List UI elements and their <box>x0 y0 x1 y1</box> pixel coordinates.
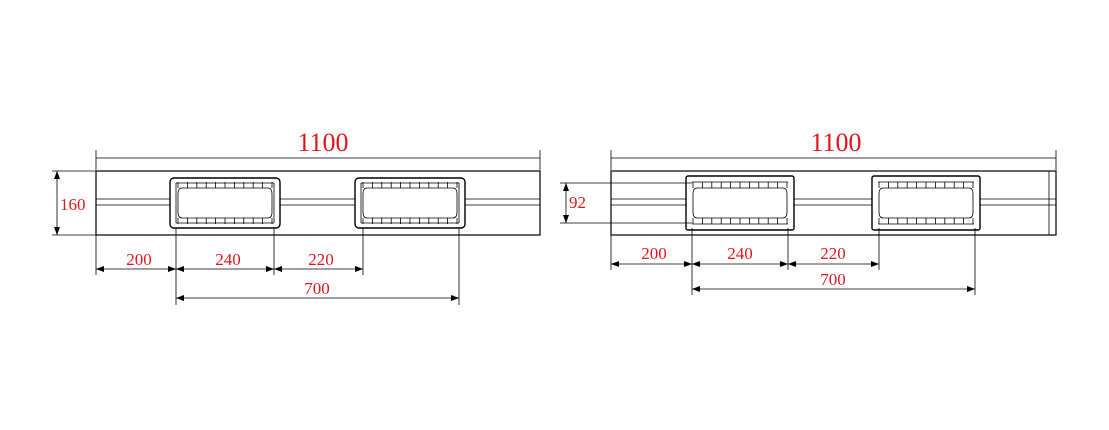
left-overall-dimension: 1100 <box>95 128 541 170</box>
left-pallet-view: 1100 160 <box>52 128 541 305</box>
left-slat-ticks <box>177 182 458 224</box>
right-dim-240: 240 <box>727 244 753 263</box>
right-overall-length-label: 1100 <box>810 128 861 157</box>
right-dim-700: 700 <box>820 270 846 289</box>
left-dim-700: 700 <box>304 279 330 298</box>
left-overall-length-label: 1100 <box>297 128 348 157</box>
left-dim-200: 200 <box>126 250 152 269</box>
left-height-dimension: 160 <box>52 170 96 236</box>
right-pallet-body <box>610 170 1057 236</box>
right-opening-1 <box>685 175 795 231</box>
right-pallet-view: 1100 92 <box>560 128 1057 295</box>
right-slat-ticks <box>692 182 974 224</box>
right-opening-height-label: 92 <box>569 193 586 212</box>
right-opening-height-dimension: 92 <box>560 182 692 224</box>
left-dim-220: 220 <box>308 250 334 269</box>
right-dim-200: 200 <box>641 244 667 263</box>
right-bottom-dimensions: 200 240 220 700 <box>610 228 976 295</box>
left-dim-240: 240 <box>215 250 241 269</box>
left-bottom-dimensions: 200 240 220 700 <box>95 228 460 305</box>
right-dim-220: 220 <box>820 244 846 263</box>
right-overall-dimension: 1100 <box>610 128 1057 170</box>
left-height-label: 160 <box>60 195 86 214</box>
left-pallet-body <box>95 170 541 236</box>
